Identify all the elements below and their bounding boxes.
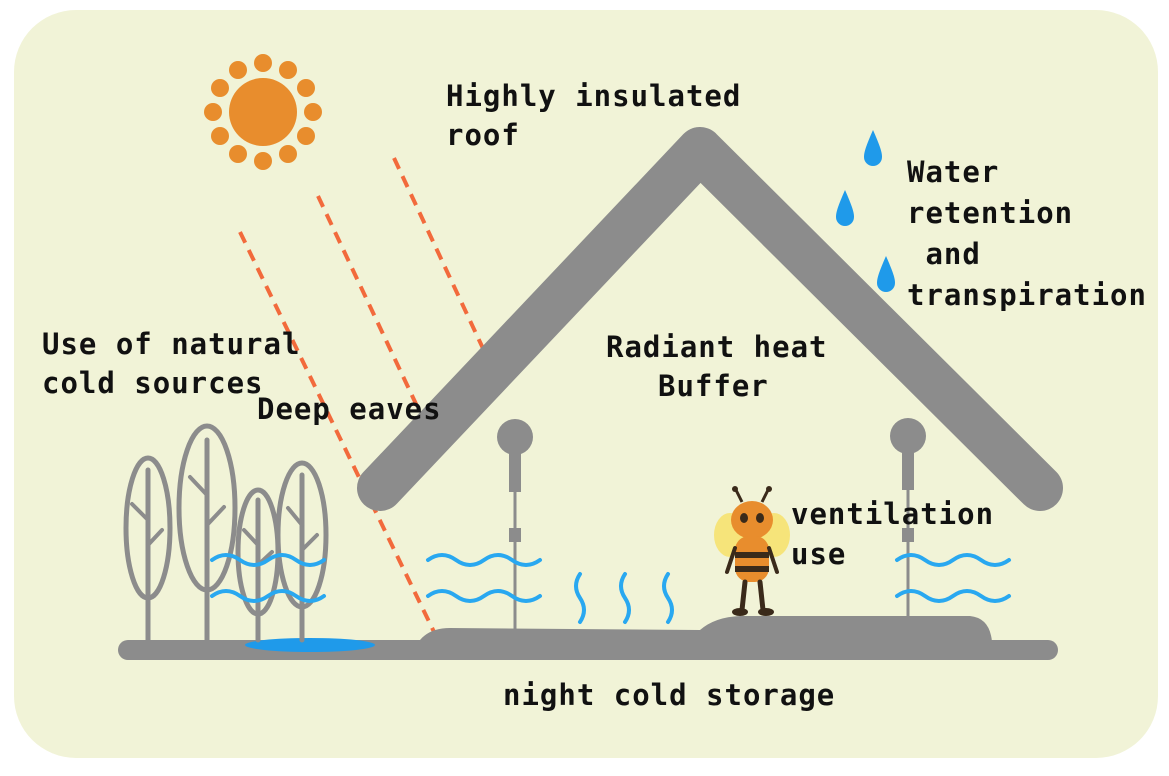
sun-icon xyxy=(204,54,322,170)
label-deep-eaves: Deep eaves xyxy=(257,392,442,426)
label-natural-cold: Use of natural cold sources xyxy=(42,327,319,400)
label-roof: Highly insulated roof xyxy=(446,79,760,152)
water-drop-icon xyxy=(864,130,882,166)
label-water-line: and xyxy=(907,237,981,271)
label-natural-line: cold sources xyxy=(42,366,264,400)
wave xyxy=(662,572,674,624)
tree-icon xyxy=(123,455,173,643)
pillar-right xyxy=(890,418,926,616)
label-night-cold-storage: night cold storage xyxy=(503,678,835,712)
label-radiant-line: Buffer xyxy=(658,369,769,403)
label-natural-line: Use of natural xyxy=(42,327,300,361)
tree-icon xyxy=(275,460,329,643)
label-radiant-heat: Radiant heat Buffer xyxy=(606,330,846,403)
label-ventilation-line: ventilation xyxy=(791,497,994,531)
wave xyxy=(210,553,326,567)
wave xyxy=(619,572,631,624)
wave xyxy=(895,553,1011,567)
label-roof-line: roof xyxy=(446,118,520,152)
tree-icon xyxy=(176,423,238,643)
label-roof-line: Highly insulated xyxy=(446,79,741,113)
wave xyxy=(574,572,586,624)
wave xyxy=(426,553,542,567)
wave xyxy=(426,589,542,603)
sun-ray xyxy=(238,231,438,637)
bee-mascot-icon xyxy=(714,486,790,616)
label-ventilation-line: use xyxy=(791,537,846,571)
water-drop-icon xyxy=(877,256,895,292)
label-water-line: retention xyxy=(907,196,1073,230)
airflow-waves xyxy=(210,553,1011,624)
label-water-retention: Water retention and transpiration xyxy=(907,155,1147,312)
label-ventilation: ventilation use xyxy=(791,497,1013,571)
wave xyxy=(210,589,326,603)
sun-rays xyxy=(238,157,496,637)
water-drop-icon xyxy=(836,190,854,226)
label-water-line: transpiration xyxy=(907,278,1147,312)
wave xyxy=(895,589,1011,603)
pond xyxy=(245,638,375,652)
sun-ray xyxy=(316,195,435,441)
water-drops xyxy=(836,130,895,292)
label-radiant-line: Radiant heat xyxy=(606,330,828,364)
label-water-line: Water xyxy=(907,155,999,189)
trees xyxy=(123,423,329,643)
